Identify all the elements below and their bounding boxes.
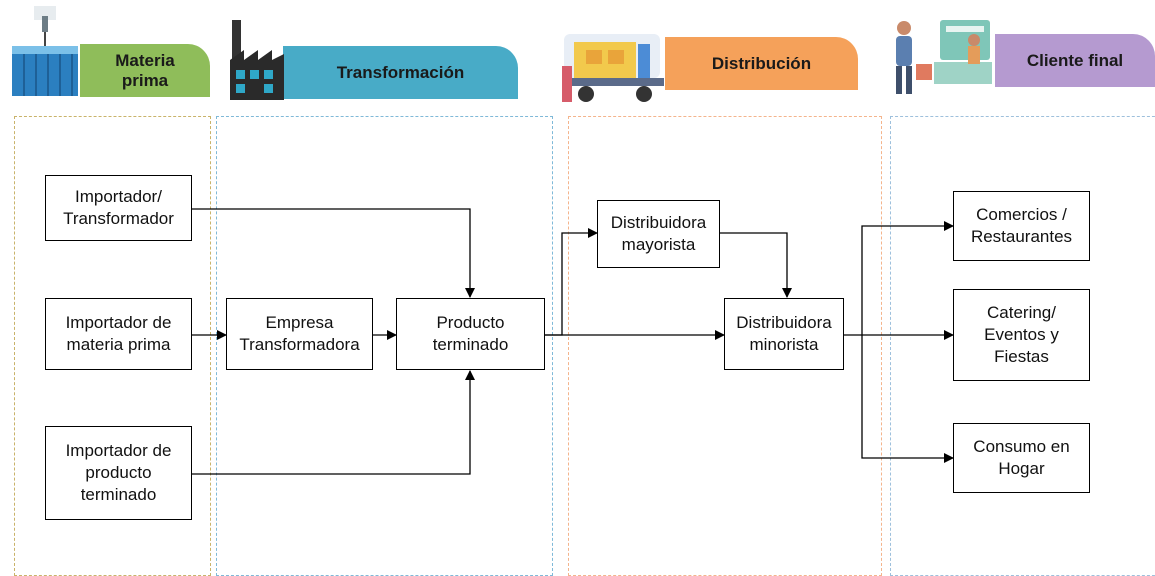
delivery-truck-icon (562, 34, 664, 102)
node-label: Importador de producto terminado (65, 441, 172, 504)
node-importador-producto-terminado: Importador de producto terminado (45, 426, 192, 520)
connector-mayorista-to-minorista (720, 232, 792, 298)
node-consumo-hogar: Consumo en Hogar (953, 423, 1090, 493)
factory-icon (230, 20, 284, 100)
connector-importador-transformador-to-producto (192, 208, 475, 298)
stage-label-materia-prima: Materia prima (115, 50, 175, 90)
node-comercios-restaurantes: Comercios / Restaurantes (953, 191, 1090, 261)
node-distribuidora-minorista: Distribuidora minorista (724, 298, 844, 370)
stage-tab-cliente-final: Cliente final (995, 34, 1155, 87)
connector-producto-to-mayorista (545, 228, 598, 336)
stage-label-transformacion: Transformación (336, 62, 465, 82)
node-label: Distribuidora minorista (736, 313, 832, 354)
node-label: Importador de materia prima (65, 313, 172, 354)
node-label: Empresa Transformadora (239, 313, 360, 354)
node-empresa-transformadora: Empresa Transformadora (226, 298, 373, 370)
connector-minorista-to-consumo (861, 335, 954, 463)
node-label: Comercios / Restaurantes (970, 205, 1073, 246)
node-label: Producto terminado (432, 313, 509, 354)
stage-label-distribucion: Distribución (711, 53, 812, 73)
node-label: Importador/ Transformador (63, 187, 174, 228)
node-producto-terminado: Producto terminado (396, 298, 545, 370)
node-label: Catering/ Eventos y Fiestas (984, 303, 1059, 366)
node-catering-eventos: Catering/ Eventos y Fiestas (953, 289, 1090, 381)
node-importador-transformador: Importador/ Transformador (45, 175, 192, 241)
stage-tab-materia-prima: Materia prima (80, 44, 210, 97)
connector-minorista-to-comercios (861, 221, 954, 335)
connector-importador-producto-to-producto (192, 370, 475, 475)
stage-label-cliente-final: Cliente final (1026, 50, 1124, 70)
node-distribuidora-mayorista: Distribuidora mayorista (597, 200, 720, 268)
shipping-container-crane-icon (12, 6, 78, 96)
shopping-customers-icon (896, 20, 992, 94)
stage-tab-distribucion: Distribución (665, 37, 858, 90)
node-label: Consumo en Hogar (973, 437, 1070, 478)
node-label: Distribuidora mayorista (610, 213, 707, 254)
node-importador-materia-prima: Importador de materia prima (45, 298, 192, 370)
stage-tab-transformacion: Transformación (283, 46, 518, 99)
